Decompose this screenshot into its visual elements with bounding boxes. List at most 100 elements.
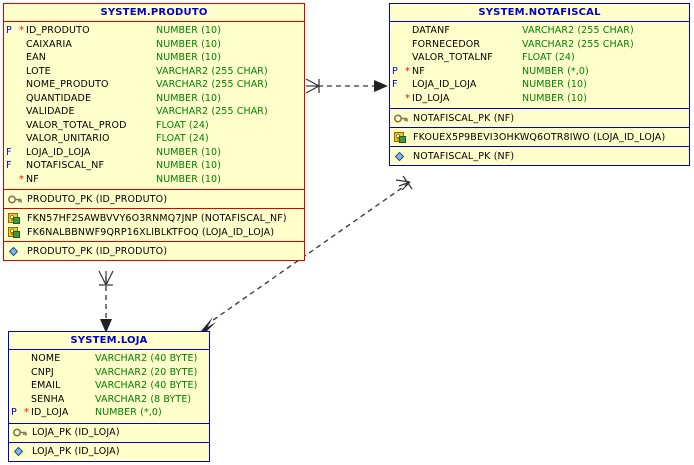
attribute-type: NUMBER (*,0) — [95, 407, 162, 419]
attribute-row[interactable]: * NF NUMBER (10) — [4, 173, 304, 187]
constraint-row[interactable]: NOTAFISCAL_PK (NF) — [390, 149, 689, 163]
index-row[interactable]: FKN57HF2SAWBVVY6O3RNMQ7JNP (NOTAFISCAL_N… — [4, 211, 304, 225]
attribute-row[interactable]: EAN NUMBER (10) — [4, 51, 304, 65]
attribute-row[interactable]: P * ID_PRODUTO NUMBER (10) — [4, 24, 304, 38]
attribute-name: NF — [26, 173, 39, 185]
attribute-list: NOME VARCHAR2 (40 BYTE) CNPJ VARCHAR2 (2… — [9, 350, 209, 423]
constraint-list: NOTAFISCAL_PK (NF) — [390, 146, 689, 165]
constraint-list: LOJA_PK (ID_LOJA) — [9, 441, 209, 461]
attribute-row[interactable]: SENHA VARCHAR2 (8 BYTE) — [9, 393, 209, 407]
attribute-name: VALOR_TOTALNF — [412, 52, 493, 64]
attribute-name: LOTE — [26, 65, 51, 77]
index-label: LOJA_PK (ID_LOJA) — [32, 427, 120, 438]
attribute-row[interactable]: VALOR_TOTALNF FLOAT (24) — [390, 51, 689, 65]
attribute-type: VARCHAR2 (255 CHAR) — [156, 65, 268, 77]
index-row[interactable]: FK6NALBBNWF9QRP16XLIBLKTFOQ (LOJA_ID_LOJ… — [4, 225, 304, 239]
attribute-name: EAN — [26, 52, 47, 64]
entity-system-produto[interactable]: SYSTEM.PRODUTO P * ID_PRODUTO NUMBER (10… — [3, 3, 305, 261]
index-label: FK6NALBBNWF9QRP16XLIBLKTFOQ (LOJA_ID_LOJ… — [27, 226, 275, 238]
required-marker: * — [405, 65, 410, 77]
attribute-name: LOJA_ID_LOJA — [26, 146, 91, 158]
index-row[interactable]: LOJA_PK (ID_LOJA) — [9, 426, 209, 440]
relationship-produto-to-notafiscal[interactable] — [305, 78, 388, 94]
attribute-type: VARCHAR2 (255 CHAR) — [522, 25, 634, 37]
attribute-type: NUMBER (10) — [522, 92, 587, 104]
fk-index-icon — [394, 131, 409, 143]
attribute-row[interactable]: P * ID_LOJA NUMBER (*,0) — [9, 406, 209, 420]
arrowhead-icon — [374, 80, 388, 92]
attribute-row[interactable]: F NOTAFISCAL_NF NUMBER (10) — [4, 159, 304, 173]
index-row[interactable]: NOTAFISCAL_PK (NF) — [390, 111, 689, 125]
constraint-label: NOTAFISCAL_PK (NF) — [413, 150, 515, 162]
required-marker: * — [24, 407, 29, 419]
entity-title: SYSTEM.LOJA — [9, 332, 209, 350]
entity-system-loja[interactable]: SYSTEM.LOJA NOME VARCHAR2 (40 BYTE) CNPJ… — [8, 331, 210, 462]
attribute-name: ID_PRODUTO — [26, 25, 90, 37]
index-row[interactable]: PRODUTO_PK (ID_PRODUTO) — [4, 192, 304, 206]
pk-index-icon — [8, 194, 23, 205]
attribute-name: NOTAFISCAL_NF — [26, 160, 105, 172]
attribute-type: VARCHAR2 (20 BYTE) — [95, 366, 198, 378]
attribute-type: NUMBER (10) — [156, 25, 221, 37]
attribute-name: VALOR_UNITARIO — [26, 133, 110, 145]
attribute-name: SENHA — [31, 393, 65, 405]
attribute-name: NOME_PRODUTO — [26, 79, 109, 91]
attribute-row[interactable]: FORNECEDOR VARCHAR2 (255 CHAR) — [390, 38, 689, 52]
index-row[interactable]: FKOUEX5P9BEVI3OHKWQ6OTR8IWO (LOJA_ID_LOJ… — [390, 130, 689, 144]
attribute-row[interactable]: NOME_PRODUTO VARCHAR2 (255 CHAR) — [4, 78, 304, 92]
attribute-row[interactable]: CNPJ VARCHAR2 (20 BYTE) — [9, 366, 209, 380]
required-marker: * — [19, 173, 24, 185]
attribute-type: FLOAT (24) — [156, 119, 209, 131]
attribute-name: CNPJ — [31, 366, 54, 378]
pk-index-list: LOJA_PK (ID_LOJA) — [9, 422, 209, 442]
attribute-row[interactable]: NOME VARCHAR2 (40 BYTE) — [9, 352, 209, 366]
attribute-name: ID_LOJA — [412, 92, 450, 104]
attribute-row[interactable]: VALOR_TOTAL_PROD FLOAT (24) — [4, 119, 304, 133]
attribute-name: QUANTIDADE — [26, 92, 92, 104]
arrowhead-icon — [201, 317, 213, 331]
relationship-produto-to-loja[interactable] — [98, 270, 114, 333]
attribute-row[interactable]: P * NF NUMBER (*,0) — [390, 65, 689, 79]
crows-foot-icon — [98, 270, 114, 286]
pk-index-list: PRODUTO_PK (ID_PRODUTO) — [4, 189, 304, 208]
constraint-label: LOJA_PK (ID_LOJA) — [32, 446, 120, 457]
attribute-type: VARCHAR2 (8 BYTE) — [95, 393, 192, 405]
attribute-row[interactable]: * ID_LOJA NUMBER (10) — [390, 92, 689, 106]
attribute-name: LOJA_ID_LOJA — [412, 79, 477, 91]
attribute-type: NUMBER (*,0) — [522, 65, 589, 77]
attribute-type: NUMBER (10) — [156, 173, 221, 185]
attribute-type: VARCHAR2 (40 BYTE) — [95, 380, 198, 392]
attribute-name: DATANF — [412, 25, 450, 37]
entity-system-notafiscal[interactable]: SYSTEM.NOTAFISCAL DATANF VARCHAR2 (255 C… — [389, 3, 690, 166]
constraint-row[interactable]: LOJA_PK (ID_LOJA) — [9, 445, 209, 459]
fk-index-list: FKOUEX5P9BEVI3OHKWQ6OTR8IWO (LOJA_ID_LOJ… — [390, 127, 689, 146]
pk-index-icon — [394, 113, 409, 124]
attribute-row[interactable]: LOTE VARCHAR2 (255 CHAR) — [4, 65, 304, 79]
index-label: FKOUEX5P9BEVI3OHKWQ6OTR8IWO (LOJA_ID_LOJ… — [413, 131, 666, 143]
attribute-row[interactable]: VALOR_UNITARIO FLOAT (24) — [4, 132, 304, 146]
index-label: PRODUTO_PK (ID_PRODUTO) — [27, 193, 168, 205]
attribute-type: NUMBER (10) — [156, 92, 221, 104]
attribute-name: VALIDADE — [26, 106, 75, 118]
attribute-type: VARCHAR2 (40 BYTE) — [95, 353, 198, 365]
attribute-row[interactable]: F LOJA_ID_LOJA NUMBER (10) — [390, 78, 689, 92]
constraint-icon — [8, 246, 23, 257]
key-marker: P — [11, 407, 17, 419]
attribute-row[interactable]: F LOJA_ID_LOJA NUMBER (10) — [4, 146, 304, 160]
key-marker: F — [6, 146, 12, 158]
attribute-row[interactable]: QUANTIDADE NUMBER (10) — [4, 92, 304, 106]
attribute-row[interactable]: EMAIL VARCHAR2 (40 BYTE) — [9, 379, 209, 393]
attribute-type: NUMBER (10) — [522, 79, 587, 91]
attribute-row[interactable]: DATANF VARCHAR2 (255 CHAR) — [390, 24, 689, 38]
required-marker: * — [405, 92, 410, 104]
attribute-row[interactable]: VALIDADE VARCHAR2 (255 CHAR) — [4, 105, 304, 119]
attribute-name: NOME — [31, 353, 61, 365]
attribute-name: CAIXARIA — [26, 38, 73, 50]
attribute-type: FLOAT (24) — [156, 133, 209, 145]
constraint-row[interactable]: PRODUTO_PK (ID_PRODUTO) — [4, 244, 304, 258]
crows-foot-icon — [395, 175, 413, 191]
constraint-icon — [394, 151, 409, 162]
attribute-row[interactable]: CAIXARIA NUMBER (10) — [4, 38, 304, 52]
index-label: FKN57HF2SAWBVVY6O3RNMQ7JNP (NOTAFISCAL_N… — [27, 212, 287, 224]
